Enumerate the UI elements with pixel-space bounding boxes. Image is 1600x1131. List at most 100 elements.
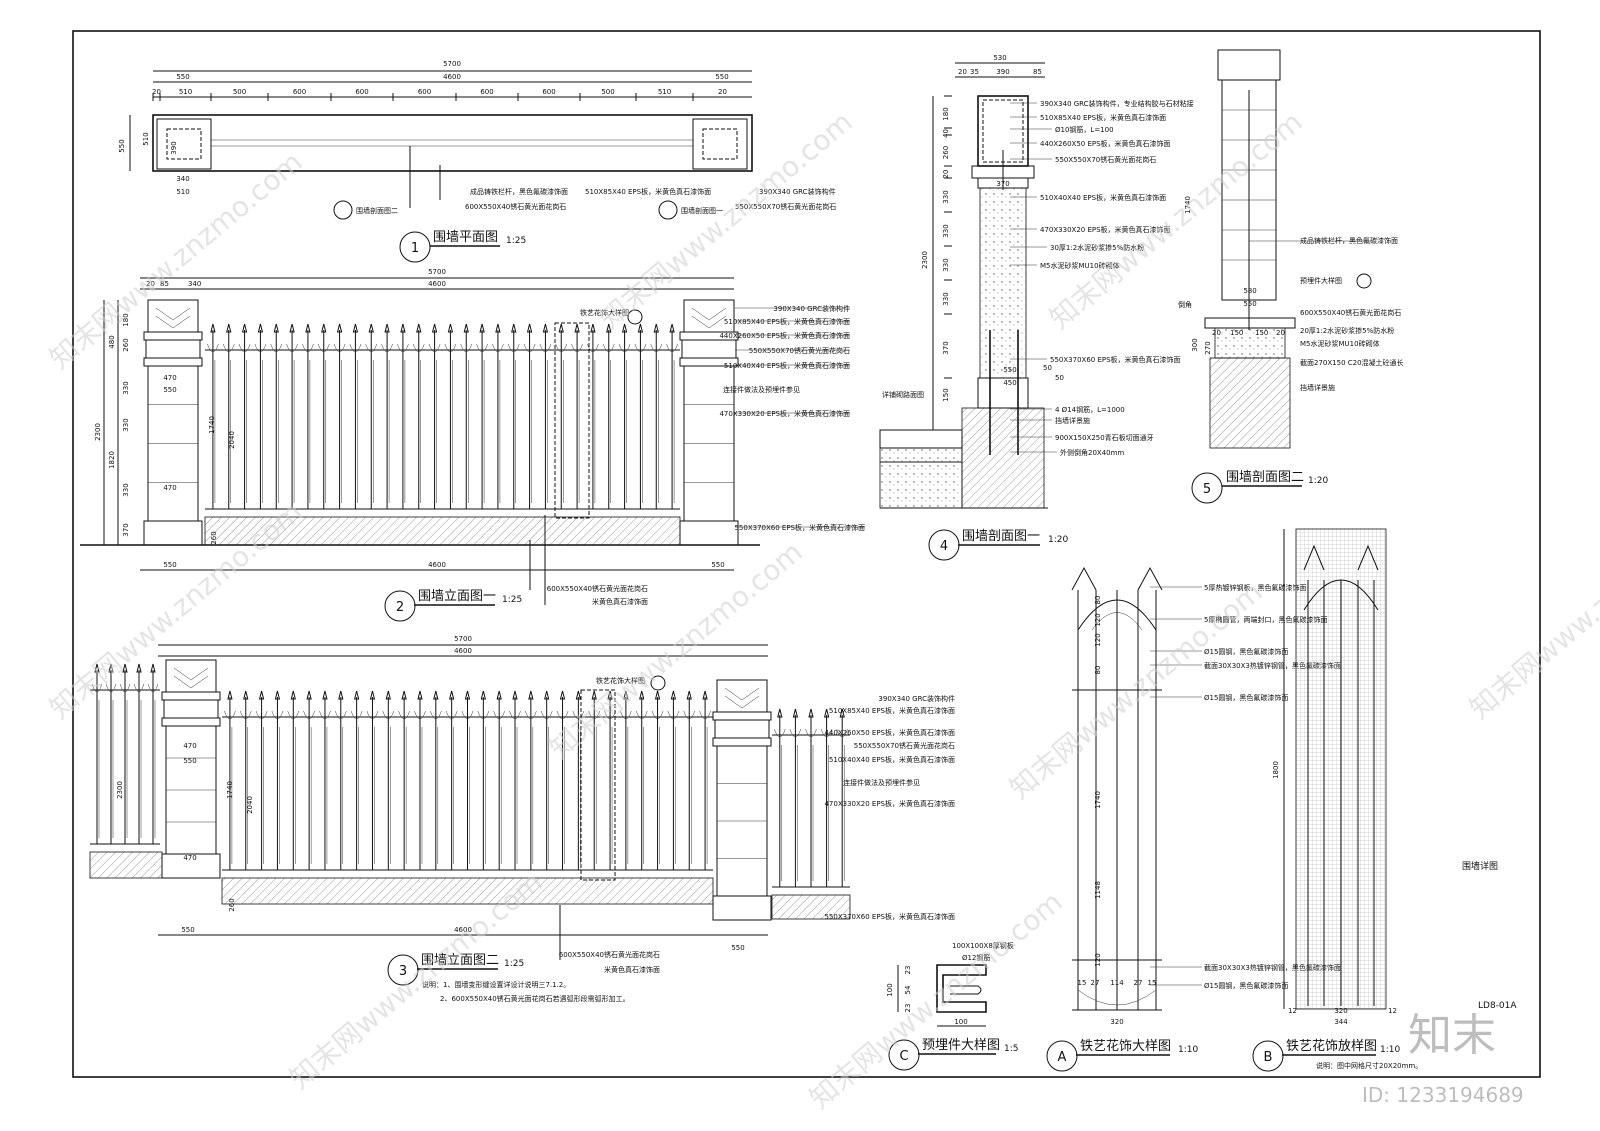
svg-text:370: 370 xyxy=(996,180,1009,188)
pier-band xyxy=(681,339,737,359)
svg-text:260: 260 xyxy=(122,338,130,351)
fence-spike xyxy=(210,323,216,333)
finial xyxy=(1303,544,1379,571)
dim-label: 550X550X70锈石黄光面花岗石 xyxy=(1055,155,1156,164)
pier-cap-ornament xyxy=(683,299,735,333)
svg-text:510X40X40 EPS板，米黄色真石漆饰面: 510X40X40 EPS板，米黄色真石漆饰面 xyxy=(724,361,850,370)
svg-text:550: 550 xyxy=(176,73,189,81)
svg-text:2300: 2300 xyxy=(94,423,102,441)
finial xyxy=(1071,566,1163,591)
svg-text:知末网www.znzmo.com: 知末网www.znzmo.com xyxy=(1463,495,1600,725)
svg-text:510X40X40 EPS板，米黄色真石漆饰面: 510X40X40 EPS板，米黄色真石漆饰面 xyxy=(829,755,955,764)
svg-text:340: 340 xyxy=(176,175,189,183)
svg-text:连接件做法及预埋件参见: 连接件做法及预埋件参见 xyxy=(843,778,920,787)
ornament-callout-box xyxy=(580,689,616,881)
svg-text:铁艺花饰大样图: 铁艺花饰大样图 xyxy=(596,676,645,685)
svg-text:12: 12 xyxy=(1288,1007,1297,1015)
svg-text:530: 530 xyxy=(993,54,1006,62)
dim-label: 80 xyxy=(1094,596,1102,605)
elevation-two-title: 围墙立面图二 xyxy=(421,953,499,968)
svg-text:390X340 GRC装饰构件: 390X340 GRC装饰构件 xyxy=(878,694,955,703)
fence-spike xyxy=(321,323,327,333)
svg-text:440X260X50 EPS板，米黄色真石漆饰面: 440X260X50 EPS板，米黄色真石漆饰面 xyxy=(824,728,955,737)
fence-plinth-right xyxy=(771,894,851,920)
dim-label: 30厚1:2水泥砂浆掺5%防水粉 xyxy=(1050,243,1144,252)
svg-text:20厚1:2水泥砂浆掺5%防水粉: 20厚1:2水泥砂浆掺5%防水粉 xyxy=(1300,326,1394,335)
dim-label: 510 xyxy=(658,88,671,96)
plan-title: 围墙平面图 xyxy=(433,230,498,245)
dim-label: 500 xyxy=(233,88,246,96)
svg-text:Ø12钢筋: Ø12钢筋 xyxy=(962,953,990,962)
fence-spike xyxy=(495,323,501,333)
detail-b-title: 铁艺花饰放样图 xyxy=(1286,1038,1377,1054)
dim-label: 150 xyxy=(942,388,950,401)
svg-text:270: 270 xyxy=(1204,341,1212,354)
svg-text:390: 390 xyxy=(996,68,1009,76)
dim-label: Ø10钢筋，L=100 xyxy=(1055,125,1114,134)
pier-chevron xyxy=(691,307,727,329)
svg-text:C: C xyxy=(899,1049,908,1064)
svg-text:510: 510 xyxy=(176,188,189,196)
svg-text:1:25: 1:25 xyxy=(504,959,524,969)
dim-label: 600 xyxy=(293,88,306,96)
svg-text:550: 550 xyxy=(711,561,724,569)
svg-text:600X550X40锈石黄光面花岗石: 600X550X40锈石黄光面花岗石 xyxy=(559,950,660,959)
detail-c-title: 预埋件大样图 xyxy=(922,1038,1000,1053)
fence-spike xyxy=(306,690,312,700)
fence-spike xyxy=(338,690,344,700)
dim-label: 15 xyxy=(1148,979,1157,987)
dim-label: 600 xyxy=(480,88,493,96)
dim-label: 330 xyxy=(942,190,950,203)
fence-spike xyxy=(449,690,455,700)
svg-text:23: 23 xyxy=(904,1004,912,1013)
svg-text:1740: 1740 xyxy=(1184,196,1192,214)
svg-text:2: 2 xyxy=(396,600,404,615)
svg-text:510: 510 xyxy=(142,132,150,145)
svg-text:550: 550 xyxy=(183,757,196,765)
fence-spike xyxy=(574,323,580,333)
dim-label: 15 xyxy=(1078,979,1087,987)
svg-text:说明：1、围墙变形缝设置详设计说明三7.1.2。: 说明：1、围墙变形缝设置详设计说明三7.1.2。 xyxy=(422,980,570,989)
svg-text:2300: 2300 xyxy=(921,251,929,269)
svg-text:1:25: 1:25 xyxy=(502,595,522,605)
svg-text:550X370X60 EPS板，米黄色真石漆饰面: 550X370X60 EPS板，米黄色真石漆饰面 xyxy=(824,912,955,921)
svg-text:1:10: 1:10 xyxy=(1380,1045,1400,1055)
fence-spike xyxy=(792,708,799,718)
svg-text:B: B xyxy=(1264,1050,1273,1065)
dim-label: 20 xyxy=(942,170,950,179)
svg-text:330: 330 xyxy=(122,418,130,431)
svg-text:预埋件大样图: 预埋件大样图 xyxy=(1300,276,1342,285)
svg-text:倒角: 倒角 xyxy=(1178,300,1192,309)
dim-label: 510X85X40 EPS板，米黄色真石漆饰面 xyxy=(1040,113,1166,122)
svg-text:截面270X150 C20混凝土砼通长: 截面270X150 C20混凝土砼通长 xyxy=(1300,358,1404,367)
svg-text:85: 85 xyxy=(160,280,169,288)
fence-spike xyxy=(559,690,566,700)
dim-label: 440X260X50 EPS板，米黄色真石漆饰面 xyxy=(1040,139,1171,148)
dim-label: 外侧倒角20X40mm xyxy=(1060,448,1124,457)
pier-cap-ornament xyxy=(716,679,768,713)
detail-a-notes: 5厚热镀锌钢板，黑色氟碳漆饰面5厚椭圆管，两端封口，黑色氟碳漆饰面Ø15圆钢，黑… xyxy=(1150,583,1341,990)
brand-logo: 知末 xyxy=(1408,1010,1496,1061)
pier-base xyxy=(143,520,203,546)
fence-spike xyxy=(808,708,814,718)
svg-text:320: 320 xyxy=(1334,1007,1347,1015)
svg-text:1:10: 1:10 xyxy=(1178,1045,1198,1055)
fence-plinth xyxy=(204,516,681,546)
svg-text:550: 550 xyxy=(731,944,744,952)
fence-spike xyxy=(401,690,407,700)
fence-spike xyxy=(623,690,629,700)
svg-text:铁艺花饰大样图: 铁艺花饰大样图 xyxy=(580,308,629,317)
svg-text:370: 370 xyxy=(122,523,130,536)
fence-spike xyxy=(290,690,296,700)
fence-spike xyxy=(241,323,248,333)
svg-text:知末网www.znzmo.com: 知末网www.znzmo.com xyxy=(43,495,308,725)
svg-text:4600: 4600 xyxy=(454,647,472,655)
fence-spike xyxy=(464,690,471,700)
fence-spike xyxy=(108,663,114,673)
sheet-number: LD8-01A xyxy=(1478,1001,1517,1011)
svg-text:390X340 GRC装饰构件: 390X340 GRC装饰构件 xyxy=(759,187,836,196)
dim-label: 120 xyxy=(1094,633,1102,646)
svg-text:1820: 1820 xyxy=(108,451,116,469)
fence-spike xyxy=(136,663,142,673)
